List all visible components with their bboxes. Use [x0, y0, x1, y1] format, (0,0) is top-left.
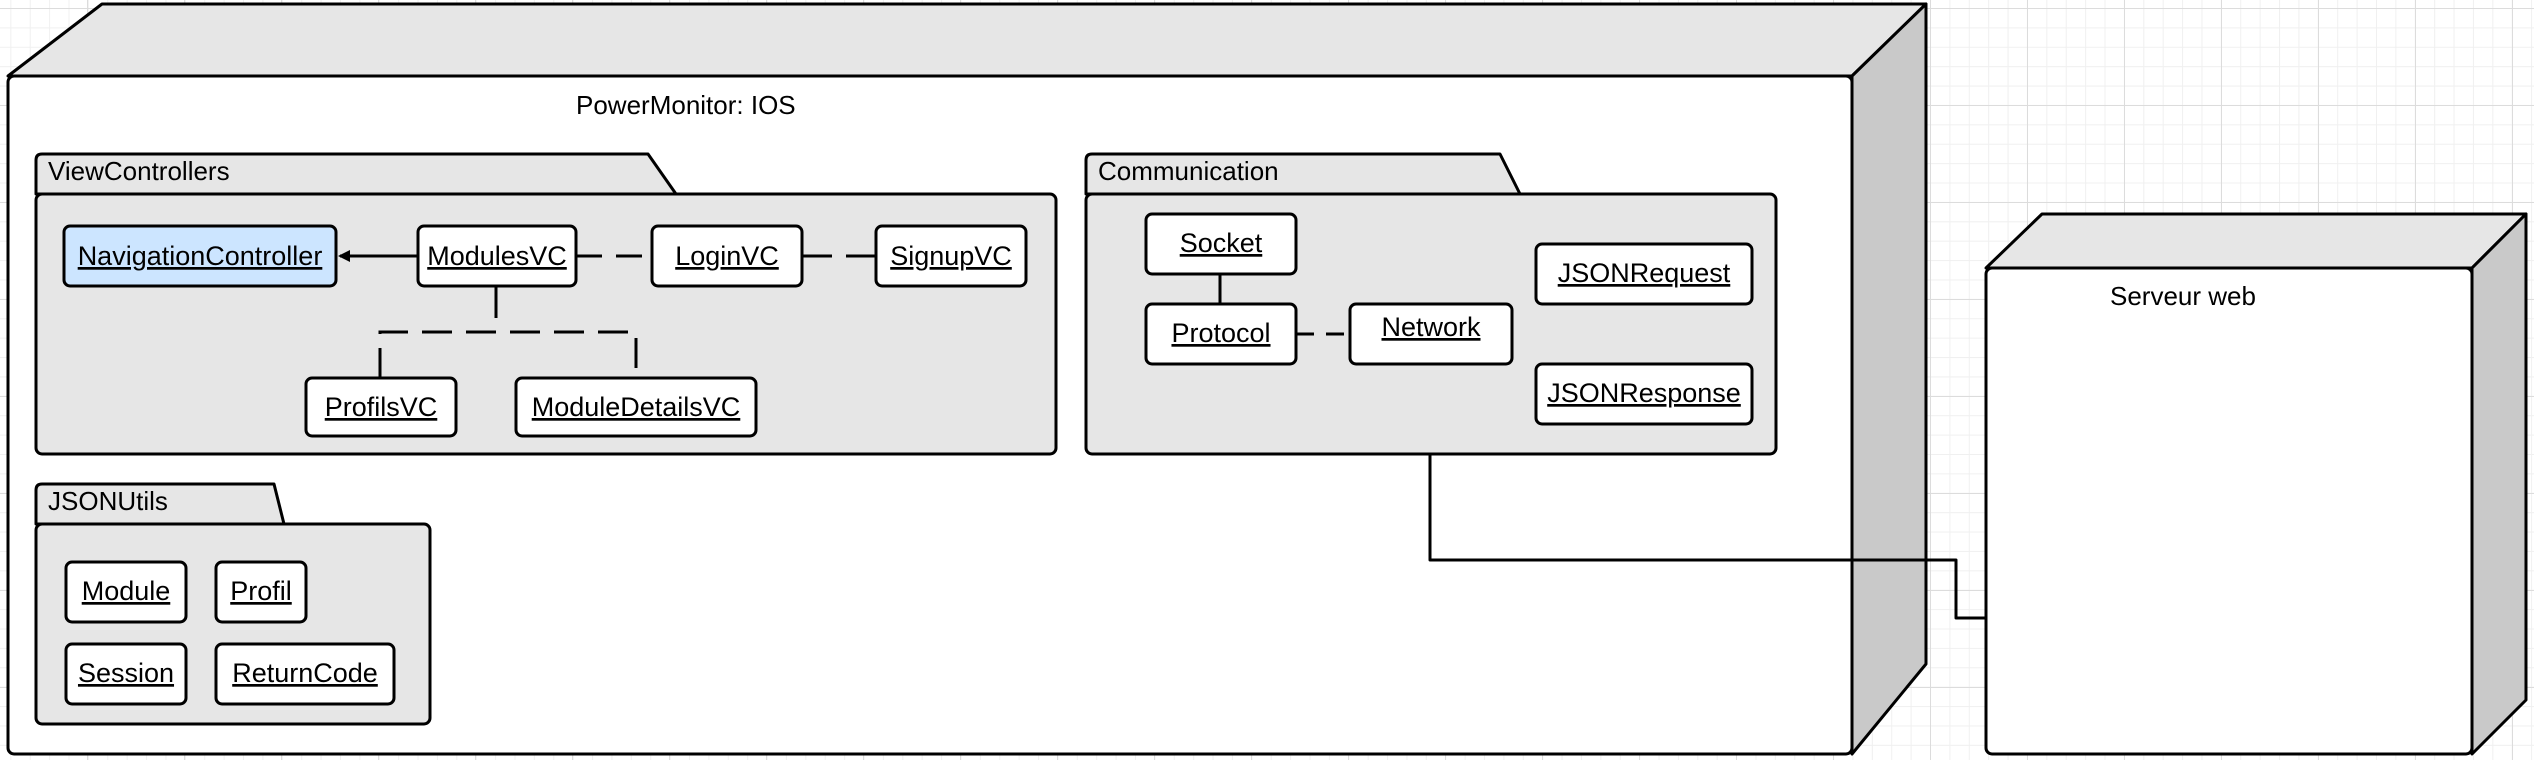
class-session[interactable]: Session [64, 642, 188, 706]
class-profil[interactable]: Profil [214, 560, 308, 624]
class-label: ReturnCode [232, 658, 378, 688]
edge-modules-profils-moduledetails [378, 330, 638, 378]
class-signupvc[interactable]: SignupVC [874, 224, 1028, 288]
class-profilsvc[interactable]: ProfilsVC [304, 376, 458, 438]
class-navigationcontroller[interactable]: NavigationController [62, 224, 338, 288]
jsonutils-tab [34, 482, 286, 526]
class-network[interactable]: Network [1348, 302, 1514, 366]
class-socket[interactable]: Socket [1144, 212, 1298, 276]
communication-tab [1084, 152, 1522, 196]
class-protocol[interactable]: Protocol [1144, 302, 1298, 366]
server-node-title: Serveur web [2110, 281, 2256, 311]
class-label: Profil [230, 576, 292, 606]
class-jsonrequest[interactable]: JSONRequest [1534, 242, 1754, 306]
class-label: Session [78, 658, 174, 688]
server-node-top [1984, 212, 2528, 270]
viewcontrollers-label: ViewControllers [48, 156, 230, 186]
class-label: Socket [1180, 228, 1263, 258]
class-label: Module [82, 576, 171, 606]
class-loginvc[interactable]: LoginVC [650, 224, 804, 288]
connectors [338, 250, 1986, 620]
class-returncode[interactable]: ReturnCode [214, 642, 396, 706]
server-node-face [1984, 266, 2474, 756]
viewcontrollers-tab [34, 152, 678, 196]
edge-communication-server [1428, 454, 1986, 620]
server-node-side [2470, 212, 2528, 756]
class-label: ModuleDetailsVC [532, 392, 741, 422]
class-label: ModulesVC [427, 241, 567, 271]
class-label: LoginVC [675, 241, 779, 271]
class-label: JSONRequest [1558, 258, 1731, 288]
class-moduledetailsvc[interactable]: ModuleDetailsVC [514, 376, 758, 438]
class-label: Network [1381, 312, 1481, 342]
class-label: SignupVC [890, 241, 1012, 271]
ios-node-top [6, 2, 1928, 78]
ios-node-title: PowerMonitor: IOS [576, 90, 796, 120]
class-label: ProfilsVC [325, 392, 438, 422]
ios-node-side [1850, 2, 1928, 756]
jsonutils-label: JSONUtils [48, 486, 168, 516]
class-label: NavigationController [78, 241, 323, 271]
class-jsonresponse[interactable]: JSONResponse [1534, 362, 1754, 426]
communication-label: Communication [1098, 156, 1279, 186]
class-module[interactable]: Module [64, 560, 188, 624]
class-label: Protocol [1171, 318, 1270, 348]
class-label: JSONResponse [1547, 378, 1741, 408]
class-modulesvc[interactable]: ModulesVC [416, 224, 578, 288]
node-serveur-web[interactable]: Serveur web [1984, 212, 2528, 756]
